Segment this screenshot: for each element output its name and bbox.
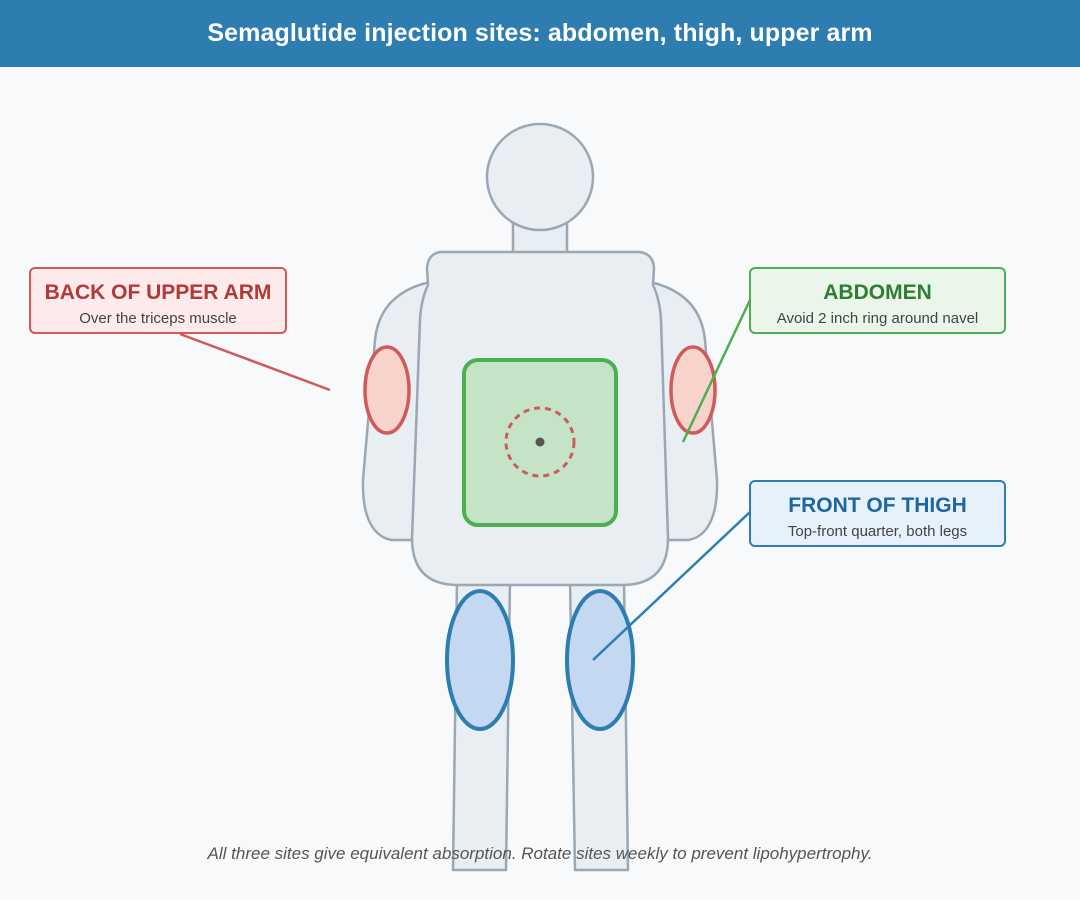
thigh-leader-line (592, 511, 751, 661)
arm-callout-subtitle: Over the triceps muscle (79, 310, 237, 327)
abdomen-callout-subtitle: Avoid 2 inch ring around navel (776, 310, 979, 327)
left-arm-zone (363, 345, 411, 435)
right-thigh-zone (565, 589, 635, 731)
arm-callout-title: BACK OF UPPER ARM (44, 281, 272, 304)
abdomen-callout: ABDOMEN Avoid 2 inch ring around navel (749, 267, 1006, 334)
abdomen-leader-line (681, 299, 752, 443)
thigh-callout: FRONT OF THIGH Top-front quarter, both l… (749, 480, 1006, 547)
arm-callout: BACK OF UPPER ARM Over the triceps muscl… (29, 267, 287, 334)
thigh-callout-subtitle: Top-front quarter, both legs (787, 523, 968, 540)
footnote: All three sites give equivalent absorpti… (207, 844, 873, 863)
navel-dot (535, 437, 545, 447)
page-title: Semaglutide injection sites: abdomen, th… (207, 19, 873, 47)
navel-avoid-ring (504, 406, 576, 478)
header-bar: Semaglutide injection sites: abdomen, th… (0, 0, 1080, 67)
left-thigh-zone (445, 589, 515, 731)
arm-leader-line (179, 332, 331, 392)
right-arm-zone (669, 345, 717, 435)
head (485, 122, 595, 232)
abdomen-callout-title: ABDOMEN (823, 281, 932, 304)
thigh-callout-title: FRONT OF THIGH (788, 494, 967, 517)
